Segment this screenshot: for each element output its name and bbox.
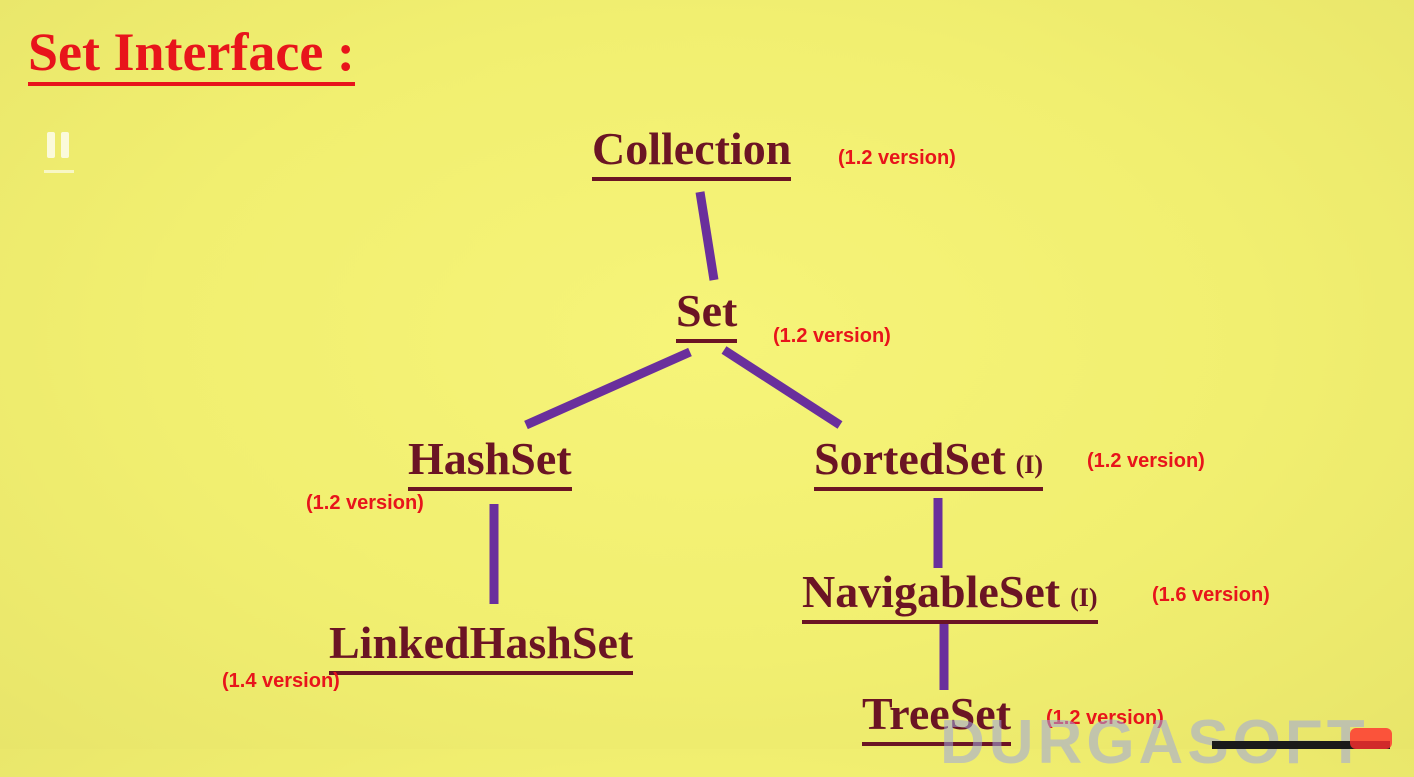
node-treeset-label: TreeSet xyxy=(862,688,1012,739)
node-treeset: TreeSet xyxy=(862,688,1012,746)
version-navigableset: (1.6 version) xyxy=(1152,584,1270,606)
node-navigableset-label: NavigableSet xyxy=(802,566,1061,617)
node-linkedhashset: LinkedHashSet xyxy=(329,617,634,675)
interface-tag: (I) xyxy=(1070,583,1098,612)
node-sortedset-label: SortedSet xyxy=(814,433,1006,484)
version-treeset: (1.2 version) xyxy=(1046,707,1164,729)
version-collection: (1.2 version) xyxy=(838,147,956,169)
version-linkedhashset: (1.4 version) xyxy=(222,670,340,692)
youtube-logo-icon[interactable] xyxy=(1350,728,1392,749)
version-set: (1.2 version) xyxy=(773,325,891,347)
video-control-bar xyxy=(1212,741,1390,749)
version-hashset: (1.2 version) xyxy=(306,492,424,514)
edge-set-sortedset xyxy=(721,346,843,429)
edge-collection-set xyxy=(695,191,719,281)
node-linkedhashset-label: LinkedHashSet xyxy=(329,617,634,668)
node-hashset: HashSet xyxy=(408,436,572,491)
node-navigableset: NavigableSet (I) xyxy=(802,569,1098,624)
interface-tag: (I) xyxy=(1015,450,1044,479)
node-collection: Collection xyxy=(592,123,792,181)
edge-set-hashset xyxy=(524,347,692,430)
node-hashset-label: HashSet xyxy=(408,433,572,484)
version-sortedset: (1.2 version) xyxy=(1087,450,1205,472)
node-sortedset: SortedSet (I) xyxy=(814,433,1044,491)
pause-icon[interactable] xyxy=(44,128,74,178)
node-set: Set xyxy=(676,285,738,343)
node-collection-label: Collection xyxy=(592,123,792,174)
hierarchy-edges xyxy=(489,191,949,690)
page-title: Set Interface : xyxy=(28,22,355,86)
node-set-label: Set xyxy=(676,285,738,336)
